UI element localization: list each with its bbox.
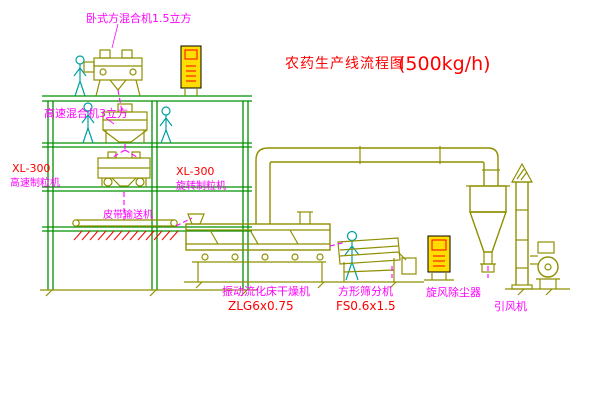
horizontal-mixer [83, 49, 143, 97]
conveyor-hatch [73, 230, 179, 241]
square-sieve [337, 237, 417, 282]
fluid-bed-dryer [185, 211, 331, 282]
building-frame [42, 95, 252, 290]
label-granulator-left-name: 高速制粒机 [10, 176, 60, 189]
exhaust-stack [510, 162, 534, 290]
label-sieve-name: 方形筛分机 [338, 284, 393, 298]
diagram-capacity: (500kg/h) [398, 53, 491, 75]
label-granulator-right-model: XL-300 [176, 165, 214, 178]
label-belt-conveyor: 皮带输送机 [103, 208, 153, 221]
label-granulator-right-name: 旋转制粒机 [176, 179, 226, 192]
label-sieve-model: FS0.6x1.5 [336, 299, 396, 313]
exhaust-duct [255, 146, 500, 224]
label-fan-name: 引风机 [494, 299, 527, 313]
person-figure-mid-right [159, 106, 173, 144]
high-speed-mixer [102, 103, 148, 143]
granulator [97, 151, 151, 187]
label-dryer-model: ZLG6x0.75 [228, 299, 294, 313]
label-cyclone-name: 旋风除尘器 [426, 285, 481, 299]
annotations: 农药生产线流程图 (500kg/h) 卧式方混合机1.5立方 高速混合机3立方 … [10, 11, 527, 313]
control-cabinet-top [180, 45, 202, 96]
cyclone [466, 185, 510, 273]
material-flow-lines [105, 23, 489, 278]
label-horizontal-mixer: 卧式方混合机1.5立方 [86, 11, 192, 25]
belt-conveyor [72, 219, 178, 227]
label-high-speed-mixer: 高速混合机3立方 [44, 106, 128, 120]
person-figure-mid-left [81, 102, 95, 144]
ground-lines [40, 281, 570, 297]
control-cabinet-sieve [424, 235, 454, 281]
person-figure-top [73, 55, 87, 97]
induced-draft-fan [530, 241, 560, 289]
label-granulator-left-model: XL-300 [12, 162, 50, 175]
diagram-title: 农药生产线流程图 [285, 56, 405, 72]
label-dryer-name: 振动流化床干燥机 [222, 284, 310, 298]
